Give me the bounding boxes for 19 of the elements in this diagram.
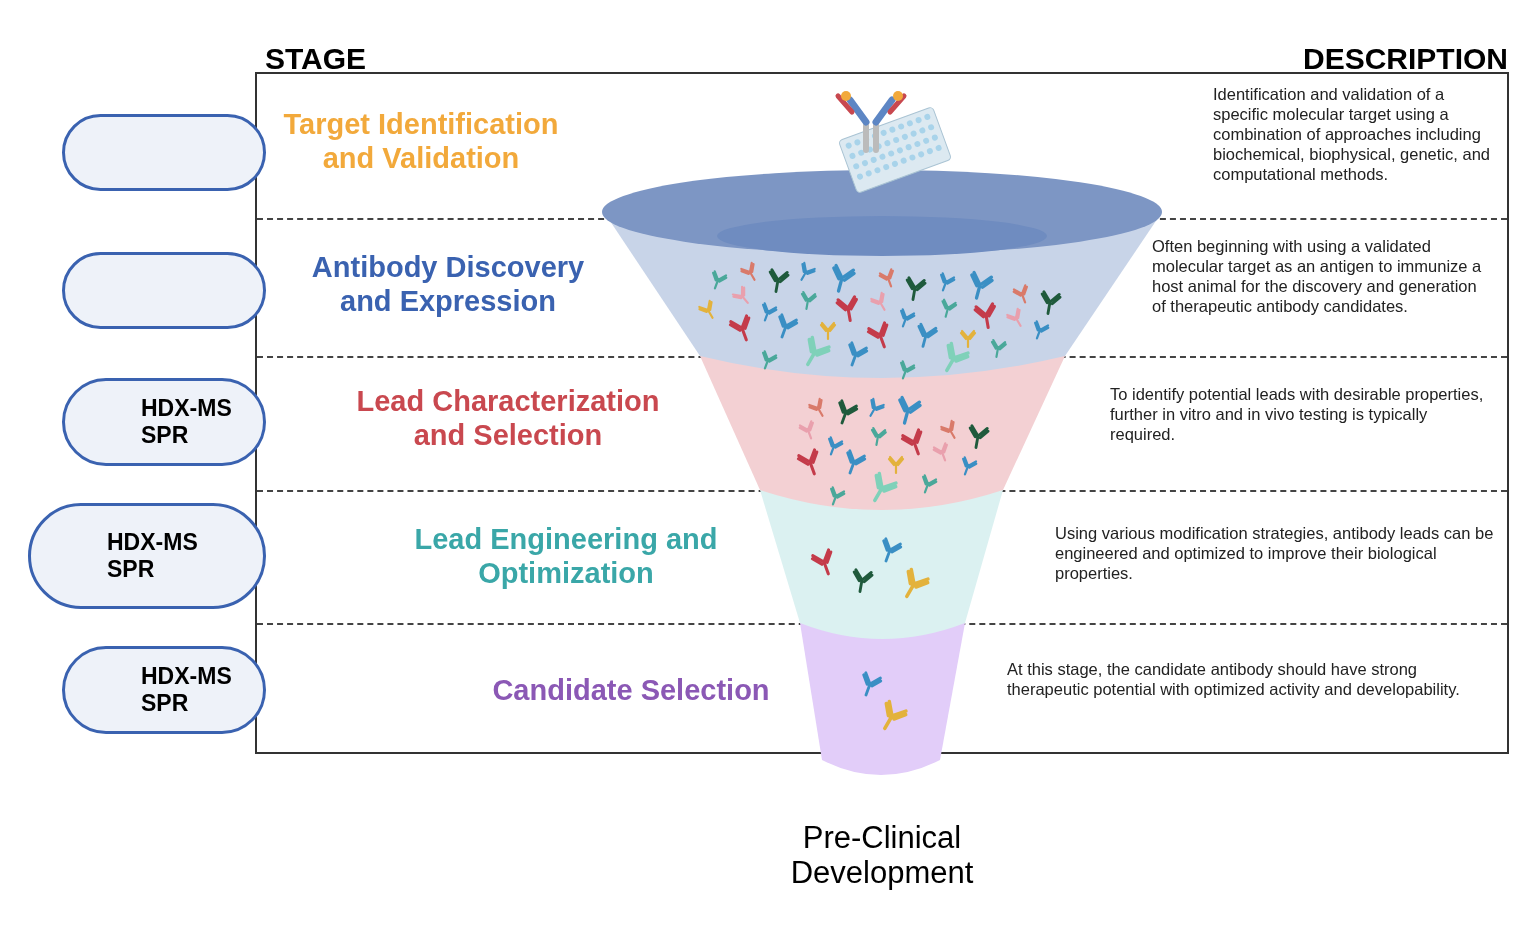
stage-title: Antibody Discovery and Expression <box>310 250 586 318</box>
stage-description: Often beginning with using a validated molecular target as an antigen to immunize a host animal for the discovery and generation of therapeutic antibody candidates. <box>1152 236 1483 316</box>
stage-description: At this stage, the candidate antibody should have strong therapeutic potential with optimized activity and developability. <box>1007 659 1461 699</box>
method-name: SPR <box>141 422 190 449</box>
funnel-caption: Pre-Clinical Development <box>789 820 975 890</box>
stage-description: Identification and validation of a specific molecular target using a combination of approaches including biochemical, biophysical, genetic, and computational methods. <box>1213 84 1491 184</box>
stage-description: Using various modification strategies, antibody leads can be engineered and optimized to improve their biological properties. <box>1055 523 1495 583</box>
method-name: HDX-MS <box>107 529 199 556</box>
stage-title: Candidate Selection <box>491 673 771 707</box>
column-heading: DESCRIPTION <box>1302 41 1508 77</box>
stage-title: Lead Engineering and Optimization <box>413 522 719 590</box>
method-name: HDX-MS <box>141 395 233 422</box>
stage-title: Target Identification and Validation <box>282 107 560 175</box>
method-name: HDX-MS <box>141 663 233 690</box>
method-name: SPR <box>107 556 156 583</box>
column-heading: STAGE <box>265 41 367 77</box>
stage-description: To identify potential leads with desirable properties, further in vitro and in vivo testing is typically required. <box>1110 384 1485 444</box>
method-name: SPR <box>141 690 190 717</box>
stage-title: Lead Characterization and Selection <box>355 384 661 452</box>
